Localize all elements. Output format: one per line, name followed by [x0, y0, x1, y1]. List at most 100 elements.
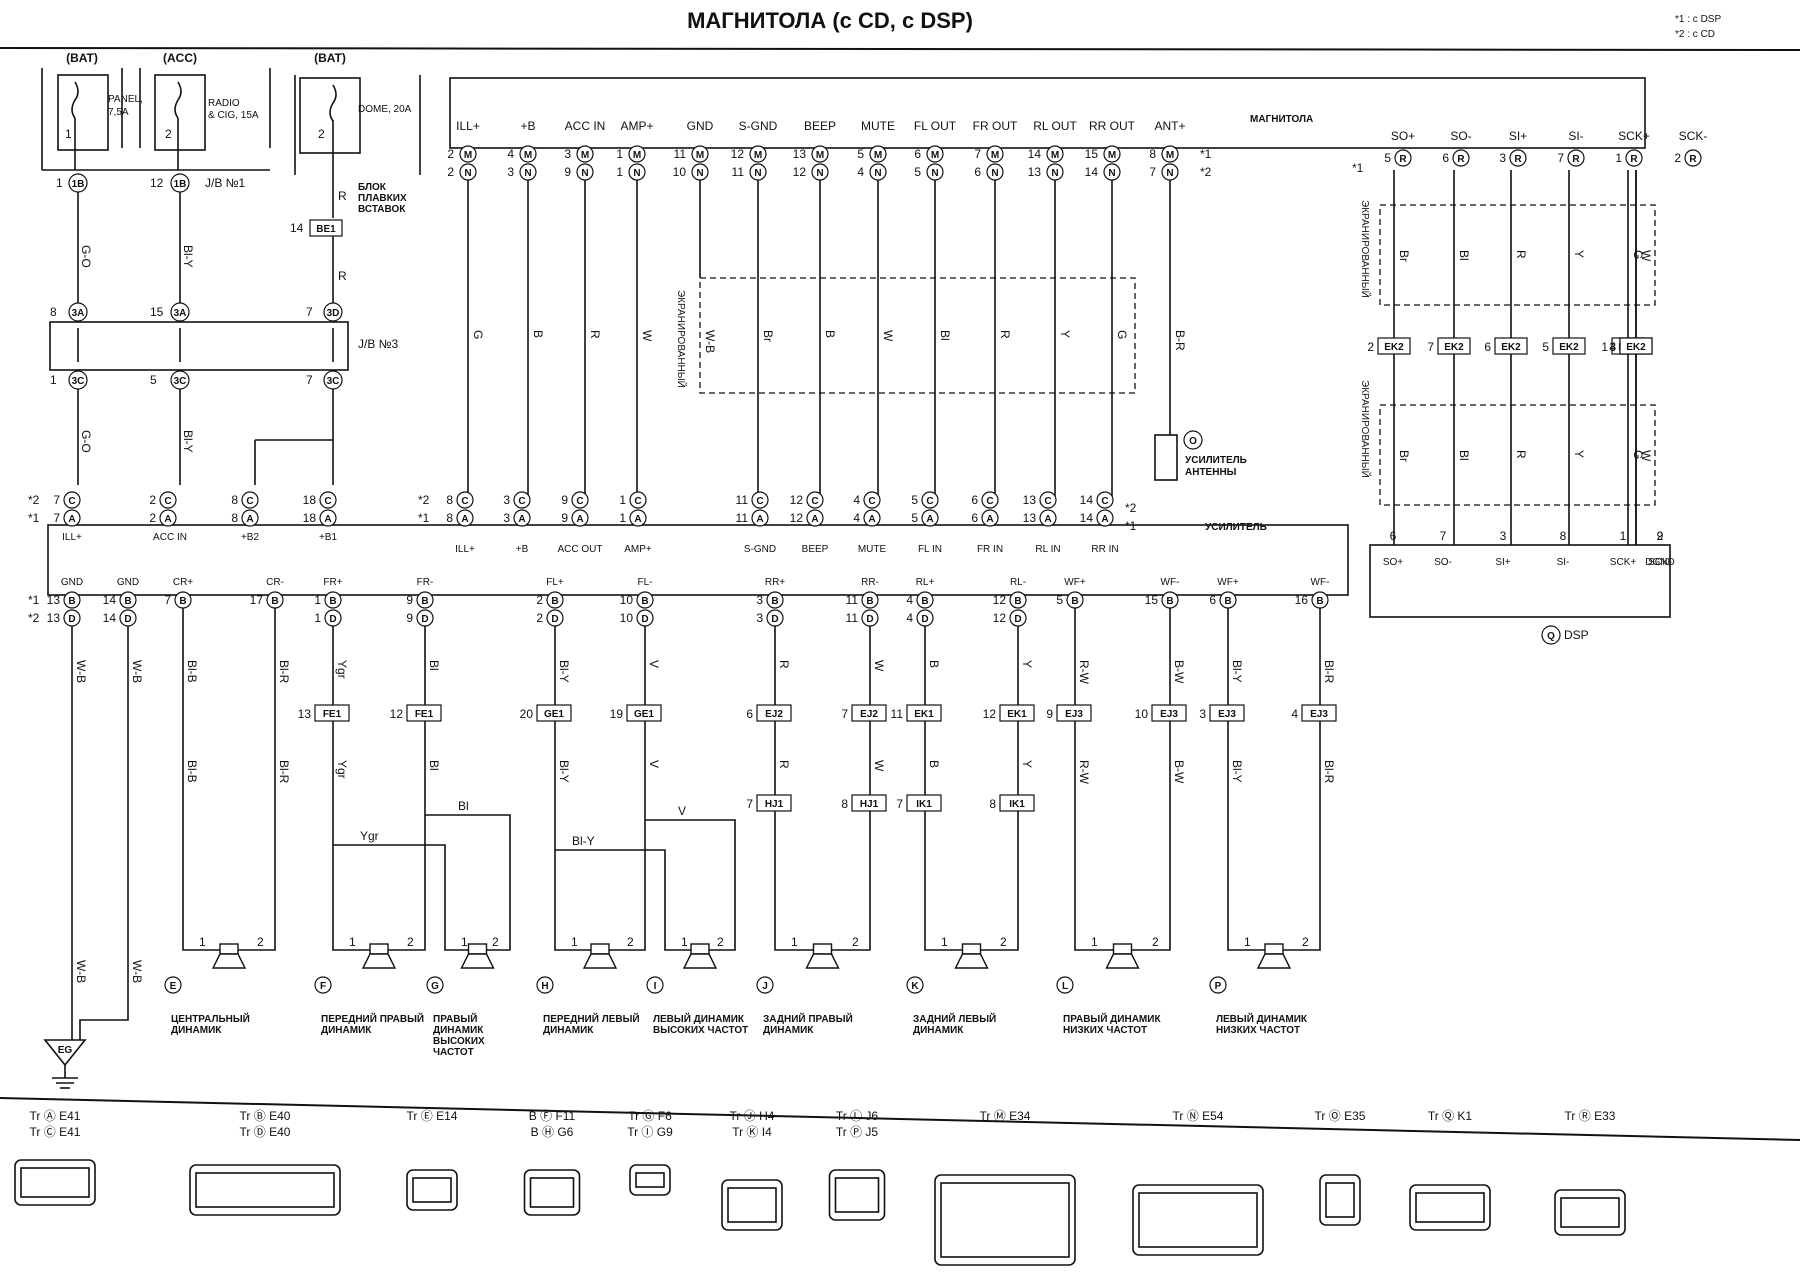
pin-label: B: [1316, 596, 1323, 607]
wire-color: Bl: [427, 660, 441, 671]
svg-text:ПЛАВКИХ: ПЛАВКИХ: [358, 193, 407, 204]
pin-label: M: [754, 150, 762, 161]
inline-connector: [314, 704, 350, 722]
pin-number: 3: [1609, 340, 1616, 354]
pin-number: 12: [993, 593, 1007, 607]
svg-text:Q: Q: [1547, 631, 1555, 642]
connector-8: Tr Ⓝ E54: [1132, 1109, 1264, 1256]
wire-color: Bl: [1457, 250, 1471, 261]
connector-face: [1138, 1192, 1258, 1248]
connector-face: [1415, 1192, 1485, 1223]
amp-terminal: RR-: [861, 577, 879, 588]
connector-label: Tr Ⓘ G9: [627, 1125, 673, 1139]
pin-label: B: [329, 596, 336, 607]
pin-label: C: [868, 496, 875, 507]
pin-number: 15: [1145, 593, 1159, 607]
speaker-name: ДИНАМИК: [433, 1025, 484, 1036]
speaker-lead: [1227, 940, 1266, 951]
pin-number: 7: [746, 797, 753, 811]
pin-label: M: [464, 150, 472, 161]
speaker-cone: [1105, 953, 1140, 969]
head-unit-terminal: +B: [520, 119, 535, 133]
pin-number: 13: [793, 147, 807, 161]
amp-terminal: RL-: [1010, 577, 1026, 588]
pin-number: 1: [571, 935, 578, 949]
svg-text:7: 7: [306, 305, 313, 319]
pin-number: 1: [1601, 340, 1608, 354]
pin-circle-A: [1039, 509, 1057, 527]
connector-label: Tr Ⓡ E33: [1565, 1109, 1616, 1123]
pin-number: 4: [906, 611, 913, 625]
pin-label: C: [518, 496, 525, 507]
pin-circle-R: [1509, 149, 1527, 167]
pin-number: 13: [1028, 165, 1042, 179]
pin-number: 5: [1542, 340, 1549, 354]
wire-color: Bl-R: [1322, 660, 1336, 684]
pin-circle-R: [1452, 149, 1470, 167]
pin-number: 14: [1028, 147, 1042, 161]
speaker-lead: [444, 940, 470, 951]
conn-label: EJ2: [765, 709, 783, 720]
pin-circle-A: [63, 509, 81, 527]
speaker-name: НИЗКИХ ЧАСТОТ: [1063, 1025, 1147, 1036]
conn-label: EK1: [1007, 709, 1027, 720]
pin-circle-M: [986, 145, 1004, 163]
conn-label: HJ1: [765, 799, 784, 810]
svg-text:1B: 1B: [72, 179, 85, 190]
svg-text:ВСТАВОК: ВСТАВОК: [358, 204, 406, 215]
amp-terminal: RL IN: [1035, 544, 1060, 555]
pin-circle-A: [981, 509, 999, 527]
pin-label: N: [633, 168, 640, 179]
dsp-terminal: SO-: [1434, 557, 1452, 568]
conn-label: EJ3: [1065, 709, 1083, 720]
pin-number: 2: [1657, 529, 1664, 543]
pin-number: 12: [983, 707, 997, 721]
pin-number: 16: [1295, 593, 1309, 607]
head-unit-terminal: FR OUT: [973, 119, 1018, 133]
speaker-magnet: [1264, 943, 1284, 955]
pin-label: C: [1101, 496, 1108, 507]
wire-color: B: [927, 660, 941, 668]
pin-number: 2: [1367, 340, 1374, 354]
pin-number: 14: [1080, 511, 1094, 525]
pin-number: 13: [1023, 493, 1037, 507]
pin-number: 12: [390, 707, 404, 721]
pin-circle-C: [319, 491, 337, 509]
speaker-name: ЛЕВЫЙ ДИНАМИК: [653, 1012, 745, 1025]
speaker-id: J: [762, 981, 768, 992]
dsp-terminal: DGND: [1645, 557, 1674, 568]
pin-circle-B: [119, 591, 137, 609]
head-unit-terminal: GND: [687, 119, 714, 133]
pin-number: 2: [447, 165, 454, 179]
svg-text:3C: 3C: [327, 376, 340, 387]
speaker-name: ДИНАМИК: [913, 1025, 964, 1036]
pin-label: B: [271, 596, 278, 607]
pin-label: A: [246, 514, 253, 525]
amp-terminal: ACC IN: [153, 532, 187, 543]
wire-color: B-W: [1172, 760, 1186, 784]
speaker-id: L: [1062, 981, 1068, 992]
head-unit-terminal: ANT+: [1154, 119, 1185, 133]
pin-number: 8: [231, 511, 238, 525]
svg-text:12: 12: [150, 176, 164, 190]
pin-circle-M: [869, 145, 887, 163]
wire-color: W: [1639, 250, 1653, 262]
speaker-name: ЛЕВЫЙ ДИНАМИК: [1216, 1012, 1308, 1025]
pin-label: A: [164, 514, 171, 525]
pin-label: C: [68, 496, 75, 507]
wire-color: R-W: [1077, 760, 1091, 785]
pin-number: 2: [536, 611, 543, 625]
dsp-terminal: SO+: [1391, 129, 1415, 143]
pin-label: R: [1630, 154, 1638, 165]
wire-color: G: [1115, 330, 1129, 339]
wire-color: Br: [1397, 250, 1411, 262]
wire-color: B-W: [1172, 660, 1186, 684]
speaker-id-circle: [164, 976, 182, 994]
speaker-id-circle: [1056, 976, 1074, 994]
pin-label: M: [931, 150, 939, 161]
conn-label: FE1: [323, 709, 342, 720]
